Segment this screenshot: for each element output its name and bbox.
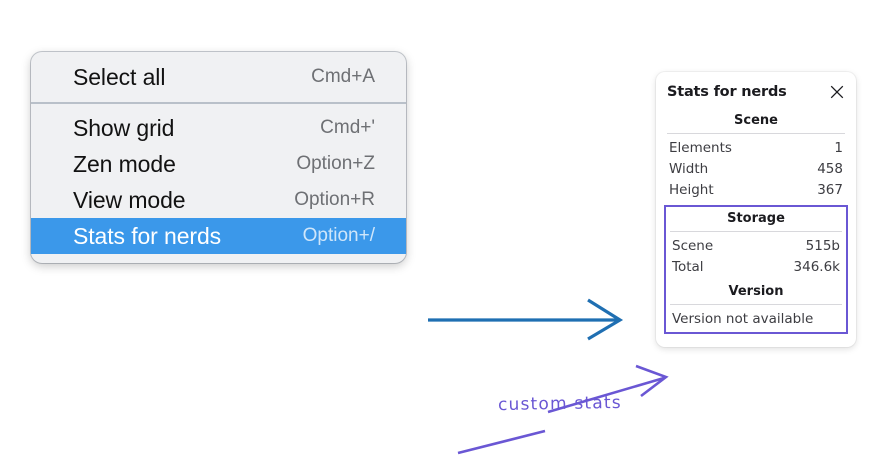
table-row: Height 367 — [667, 179, 845, 200]
table-row: Width 458 — [667, 158, 845, 179]
menu-item-shortcut: Cmd+' — [320, 117, 375, 138]
custom-stats-block: Storage Scene 515b Total 346.6k Version … — [664, 205, 848, 334]
handwritten-annotation-label: custom stats — [497, 392, 623, 416]
version-section-heading: Version — [728, 284, 784, 299]
blue-arrow-icon — [428, 298, 624, 341]
close-icon[interactable] — [829, 84, 845, 100]
purple-underline-stroke — [457, 429, 546, 455]
section-rule — [670, 231, 842, 232]
version-text: Version not available — [672, 311, 814, 327]
menu-item-view-mode[interactable]: View mode Option+R — [31, 182, 406, 218]
stat-value: 1 — [834, 139, 843, 156]
menu-item-shortcut: Cmd+A — [311, 66, 375, 87]
menu-section-2: Show grid Cmd+' Zen mode Option+Z View m… — [31, 110, 406, 254]
storage-section-heading: Storage — [727, 211, 785, 226]
table-row: Elements 1 — [667, 137, 845, 158]
stats-for-nerds-panel: Stats for nerds Scene Elements 1 Width 4… — [656, 72, 856, 347]
stat-key: Total — [672, 258, 704, 275]
scene-section-heading: Scene — [734, 113, 778, 128]
menu-item-label: Stats for nerds — [73, 222, 222, 249]
table-row: Total 346.6k — [670, 256, 842, 277]
menu-item-label: Show grid — [73, 114, 175, 141]
stat-value: 367 — [817, 181, 843, 198]
menu-item-shortcut: Option+R — [294, 189, 375, 210]
menu-section-1: Select all Cmd+A — [31, 59, 406, 95]
stat-key: Width — [669, 160, 709, 177]
menu-item-label: View mode — [73, 186, 186, 213]
stat-value: 515b — [805, 237, 840, 254]
menu-item-label: Zen mode — [73, 150, 176, 177]
stat-value: 458 — [817, 160, 843, 177]
stat-key: Scene — [672, 237, 714, 254]
section-rule — [667, 133, 845, 134]
menu-item-label: Select all — [73, 63, 166, 90]
stat-key: Height — [669, 181, 714, 198]
stat-value: 346.6k — [793, 258, 840, 275]
menu-item-show-grid[interactable]: Show grid Cmd+' — [31, 110, 406, 146]
menu-item-stats-for-nerds[interactable]: Stats for nerds Option+/ — [31, 218, 406, 254]
menu-divider — [31, 102, 406, 104]
table-row: Scene 515b — [670, 235, 842, 256]
section-rule — [670, 304, 842, 305]
menu-item-zen-mode[interactable]: Zen mode Option+Z — [31, 146, 406, 182]
stat-key: Elements — [669, 139, 732, 156]
panel-header: Stats for nerds — [667, 84, 845, 100]
panel-title: Stats for nerds — [667, 84, 787, 100]
menu-item-shortcut: Option+/ — [302, 225, 375, 246]
context-menu[interactable]: Select all Cmd+A Show grid Cmd+' Zen mod… — [31, 52, 406, 263]
menu-item-select-all[interactable]: Select all Cmd+A — [31, 59, 406, 95]
menu-item-shortcut: Option+Z — [296, 153, 375, 174]
